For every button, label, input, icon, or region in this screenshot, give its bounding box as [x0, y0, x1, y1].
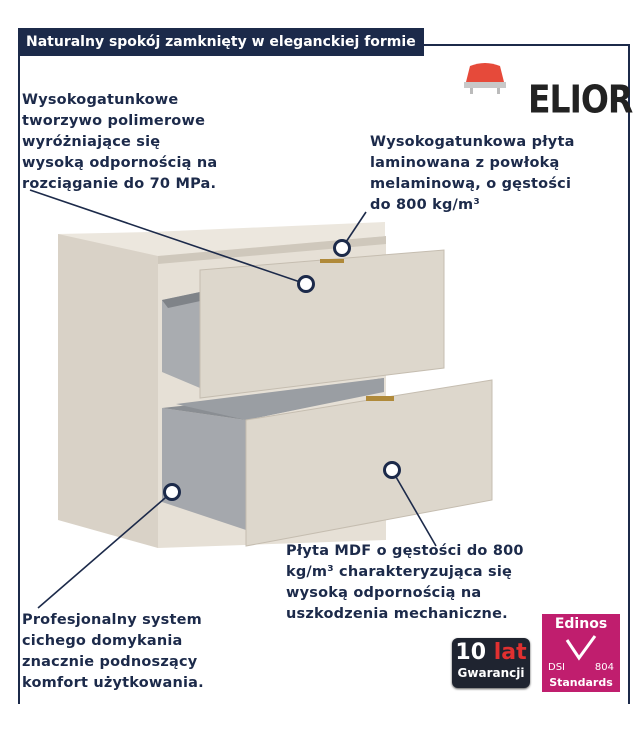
note-line: tworzywo polimerowe: [22, 113, 206, 129]
note-line: do 800 kg/m³: [370, 197, 480, 213]
warranty-unit: lat: [493, 640, 527, 665]
warranty-label: Gwarancji: [457, 666, 525, 680]
callout-marker-polymer: [297, 275, 315, 293]
warranty-badge: 10 lat Gwarancji: [452, 638, 530, 688]
checkmark-icon: [565, 635, 597, 661]
cert-label: Standards: [549, 676, 613, 689]
note-line: znacznie podnoszący: [22, 654, 198, 670]
headline-banner: Naturalny spokój zamknięty w eleganckiej…: [18, 28, 424, 56]
note-line: komfort użytkowania.: [22, 675, 204, 691]
note-line: uszkodzenia mechaniczne.: [286, 606, 508, 622]
note-line: laminowana z powłoką: [370, 155, 560, 171]
note-line: kg/m³ charakteryzująca się: [286, 564, 513, 580]
note-mdf: Płyta MDF o gęstości do 800 kg/m³ charak…: [286, 541, 524, 625]
note-line: rozciąganie do 70 MPa.: [22, 176, 217, 192]
note-line: Płyta MDF o gęstości do 800: [286, 543, 524, 559]
note-line: wyróżniające się: [22, 134, 161, 150]
cert-name: Edinos: [554, 616, 608, 632]
note-line: wysoką odpornością na: [286, 585, 482, 601]
note-line: wysoką odpornością na: [22, 155, 218, 171]
chair-icon: [464, 63, 506, 94]
note-softclose: Profesjonalny system cichego domykania z…: [22, 610, 204, 694]
note-polymer: Wysokogatunkowe tworzywo polimerowe wyró…: [22, 90, 217, 195]
note-line: Wysokogatunkowa płyta: [370, 134, 575, 150]
callout-marker-softclose: [163, 483, 181, 501]
edinos-certificate-badge: Edinos DSI 804 Standards: [542, 614, 620, 692]
cert-left: DSI: [548, 662, 565, 673]
note-line: cichego domykania: [22, 633, 183, 649]
note-board: Wysokogatunkowa płyta laminowana z powło…: [370, 132, 575, 216]
note-line: melaminową, o gęstości: [370, 176, 572, 192]
warranty-number: 10: [455, 640, 487, 665]
note-line: Profesjonalny system: [22, 612, 202, 628]
note-line: Wysokogatunkowe: [22, 92, 179, 108]
brand-logo: ELIOR: [528, 77, 633, 122]
cert-number: 804: [594, 662, 614, 673]
callout-marker-board: [333, 239, 351, 257]
callout-marker-mdf: [383, 461, 401, 479]
